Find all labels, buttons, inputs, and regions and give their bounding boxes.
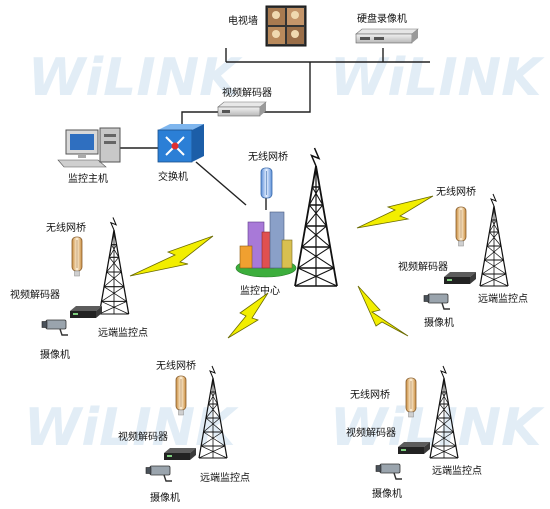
remote-site-right: 无线网桥 视频解码器 摄像机 远端监控点: [398, 185, 528, 329]
bottom-left-bridge-label: 无线网桥: [156, 359, 196, 372]
bottom-right-bridge-label: 无线网桥: [350, 388, 390, 401]
left-camera-label: 摄像机: [40, 348, 70, 361]
monitor-host-pc: [57, 127, 121, 168]
main-tower: [294, 147, 338, 287]
center-bridge-label: 无线网桥: [248, 150, 288, 163]
right-camera-label: 摄像机: [424, 316, 454, 329]
switch-label: 交换机: [158, 170, 188, 183]
tv-wall-label: 电视墙: [228, 14, 258, 27]
center-wireless-bridge: [260, 167, 273, 199]
right-remote-label: 远端监控点: [478, 292, 528, 305]
left-decoder-label: 视频解码器: [10, 288, 60, 301]
right-bridge-label: 无线网桥: [436, 185, 476, 198]
bottom-left-decoder-label: 视频解码器: [118, 430, 168, 443]
monitoring-center-buildings: [235, 211, 297, 278]
lightning-bolt: [356, 195, 434, 229]
top-decoder: [217, 101, 267, 117]
left-bridge-label: 无线网桥: [46, 221, 86, 234]
top-decoder-label: 视频解码器: [222, 86, 272, 99]
watermark: WiLINK: [330, 48, 545, 108]
bottom-right-remote-label: 远端监控点: [432, 464, 482, 477]
dvr-device: [355, 28, 419, 44]
dvr-label: 硬盘录像机: [357, 12, 407, 25]
network-switch: [157, 124, 204, 163]
tv-wall: [265, 5, 307, 47]
watermark: WiLINK: [330, 398, 545, 458]
bottom-left-camera-label: 摄像机: [150, 491, 180, 504]
bottom-right-camera-label: 摄像机: [372, 487, 402, 500]
wireless-links: [129, 195, 434, 339]
remote-site-bottom-left: 无线网桥 视频解码器 摄像机 远端监控点: [118, 359, 250, 504]
lightning-bolt: [227, 292, 269, 339]
left-remote-label: 远端监控点: [98, 326, 148, 339]
wired-links: [120, 48, 430, 210]
monitoring-center-label: 监控中心: [240, 284, 280, 297]
lightning-bolt: [357, 285, 409, 337]
monitor-host-label: 监控主机: [68, 172, 108, 185]
remote-site-left: 无线网桥 视频解码器 摄像机 远端监控点: [10, 216, 148, 361]
lightning-bolt: [129, 235, 214, 277]
watermark-layer: WiLINK WiLINK WiLINK WiLINK: [24, 48, 545, 458]
remote-site-bottom-right: 无线网桥 视频解码器 摄像机 远端监控点: [346, 365, 482, 500]
watermark: WiLINK: [28, 48, 243, 108]
bottom-left-remote-label: 远端监控点: [200, 471, 250, 484]
bottom-right-decoder-label: 视频解码器: [346, 426, 396, 439]
right-decoder-label: 视频解码器: [398, 260, 448, 273]
watermark: WiLINK: [24, 398, 239, 458]
